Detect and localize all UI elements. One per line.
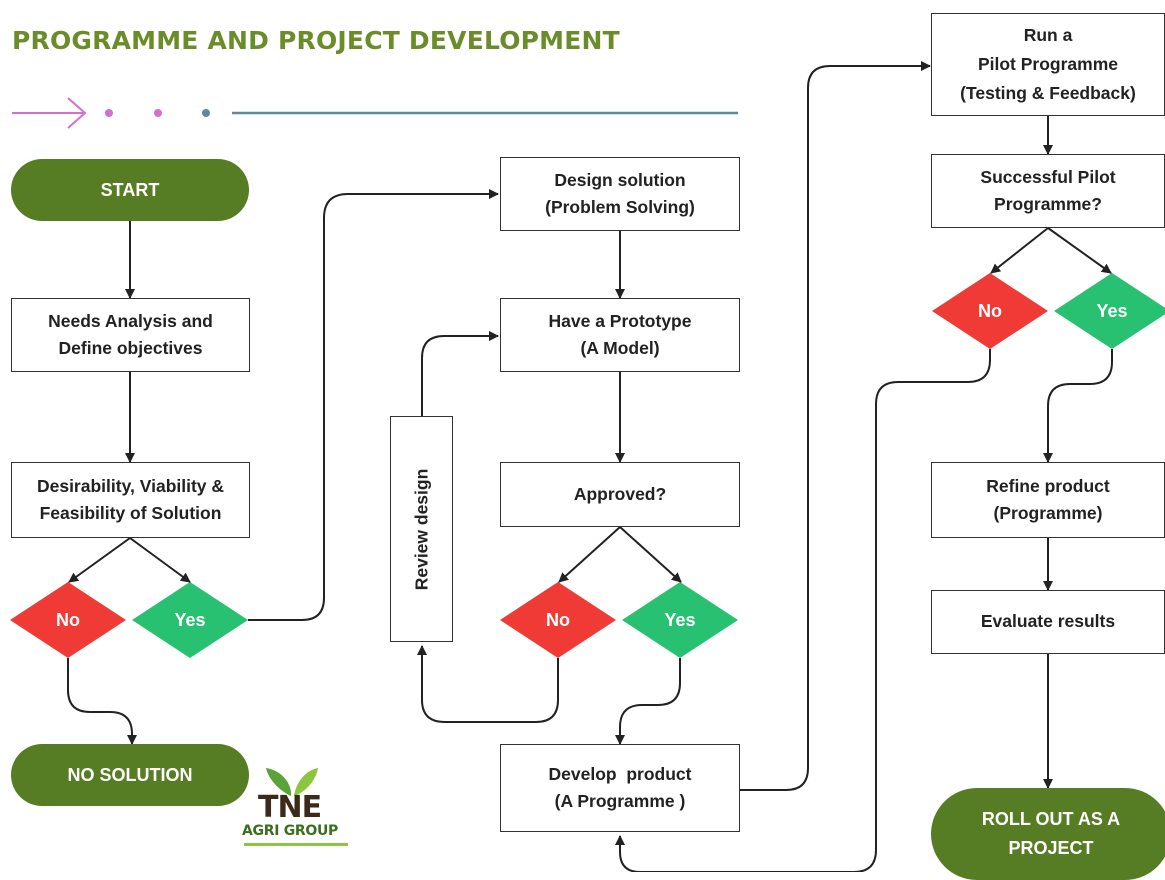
desirability-box: Desirability, Viability & Feasibility of… <box>11 462 250 538</box>
yes-diamond-1 <box>132 582 248 658</box>
develop-product-line-1: Develop product <box>548 763 692 784</box>
refine-product-box: Refine product (Programme) <box>931 462 1165 538</box>
connector-no-develop <box>615 349 991 872</box>
refine-line-2: (Programme) <box>993 503 1103 523</box>
connector-successful-no <box>990 227 1049 274</box>
design-solution-line-2: (Problem Solving) <box>545 197 695 217</box>
rollout-terminal: ROLL OUT AS A PROJECT <box>931 788 1165 880</box>
connector-yes-design <box>248 189 499 621</box>
connector-yes-refine <box>1043 349 1113 463</box>
evaluate-label: Evaluate results <box>980 611 1116 632</box>
evaluate-results-box: Evaluate results <box>931 590 1165 654</box>
yes-diamond-3 <box>1054 273 1165 349</box>
pilot-programme-box: Run a Pilot Programme (Testing & Feedbac… <box>931 13 1165 116</box>
successful-pilot-box: Successful Pilot Programme? <box>931 154 1165 228</box>
start-terminal: START <box>11 159 249 221</box>
connector-successful-yes <box>1047 227 1112 274</box>
leaf-logo-icon <box>266 768 318 796</box>
approved-box: Approved? <box>500 462 740 527</box>
pilot-line-3: (Testing & Feedback) <box>960 82 1136 103</box>
no-diamond-3 <box>932 273 1048 349</box>
pilot-line-1: Run a <box>1023 25 1073 46</box>
review-design-label: Review design <box>411 468 432 590</box>
connector-review-prototype <box>421 331 499 416</box>
page-title: PROGRAMME AND PROJECT DEVELOPMENT <box>12 26 620 55</box>
desirability-line-2: Feasibility of Solution <box>39 503 222 523</box>
logo-subtitle: AGRI GROUP <box>242 823 338 839</box>
develop-product-line-2: (A Programme ) <box>554 791 686 811</box>
needs-analysis-line-1: Needs Analysis and <box>48 310 213 331</box>
decoration-arrow-icon <box>12 97 87 129</box>
review-design-box: Review design <box>390 416 453 642</box>
connector-approved-yes <box>619 526 682 583</box>
design-solution-box: Design solution (Problem Solving) <box>500 157 740 231</box>
connector-yes-develop <box>615 658 681 745</box>
prototype-line-1: Have a Prototype <box>548 310 692 331</box>
decoration-dot-3 <box>202 109 210 117</box>
yes-diamond-2 <box>622 582 738 658</box>
no-diamond-2 <box>500 582 616 658</box>
needs-analysis-line-2: Define objectives <box>58 338 203 358</box>
connector-develop-pilot <box>740 61 931 791</box>
connector-desirability-no <box>68 537 131 583</box>
rollout-line-1: ROLL OUT AS A <box>981 809 1121 830</box>
no-solution-label: NO SOLUTION <box>67 764 193 785</box>
design-solution-line-1: Design solution <box>554 169 686 190</box>
pilot-line-2: Pilot Programme <box>977 54 1119 75</box>
develop-product-box: Develop product (A Programme ) <box>500 744 740 832</box>
no-solution-terminal: NO SOLUTION <box>11 744 249 806</box>
desirability-line-1: Desirability, Viability & <box>36 475 225 496</box>
connector-approved-no <box>558 526 621 583</box>
refine-line-1: Refine product <box>986 475 1110 496</box>
decoration-dot-1 <box>105 109 113 117</box>
successful-pilot-line-2: Programme? <box>994 194 1102 214</box>
no-diamond-1 <box>10 582 126 658</box>
prototype-line-2: (A Model) <box>580 338 660 358</box>
logo-brand: TNE <box>258 790 322 825</box>
start-label: START <box>100 179 160 200</box>
connector-no-nosolution <box>67 658 137 745</box>
needs-analysis-box: Needs Analysis and Define objectives <box>11 298 250 372</box>
connectors <box>67 61 1113 872</box>
successful-pilot-line-1: Successful Pilot <box>980 166 1116 187</box>
approved-label: Approved? <box>573 483 667 504</box>
connector-desirability-yes <box>129 537 191 583</box>
decoration-dot-2 <box>154 109 162 117</box>
connector-no-review <box>417 645 559 723</box>
rollout-line-2: PROJECT <box>1008 838 1094 858</box>
prototype-box: Have a Prototype (A Model) <box>500 298 740 372</box>
logo-tagline-bar <box>244 843 348 846</box>
